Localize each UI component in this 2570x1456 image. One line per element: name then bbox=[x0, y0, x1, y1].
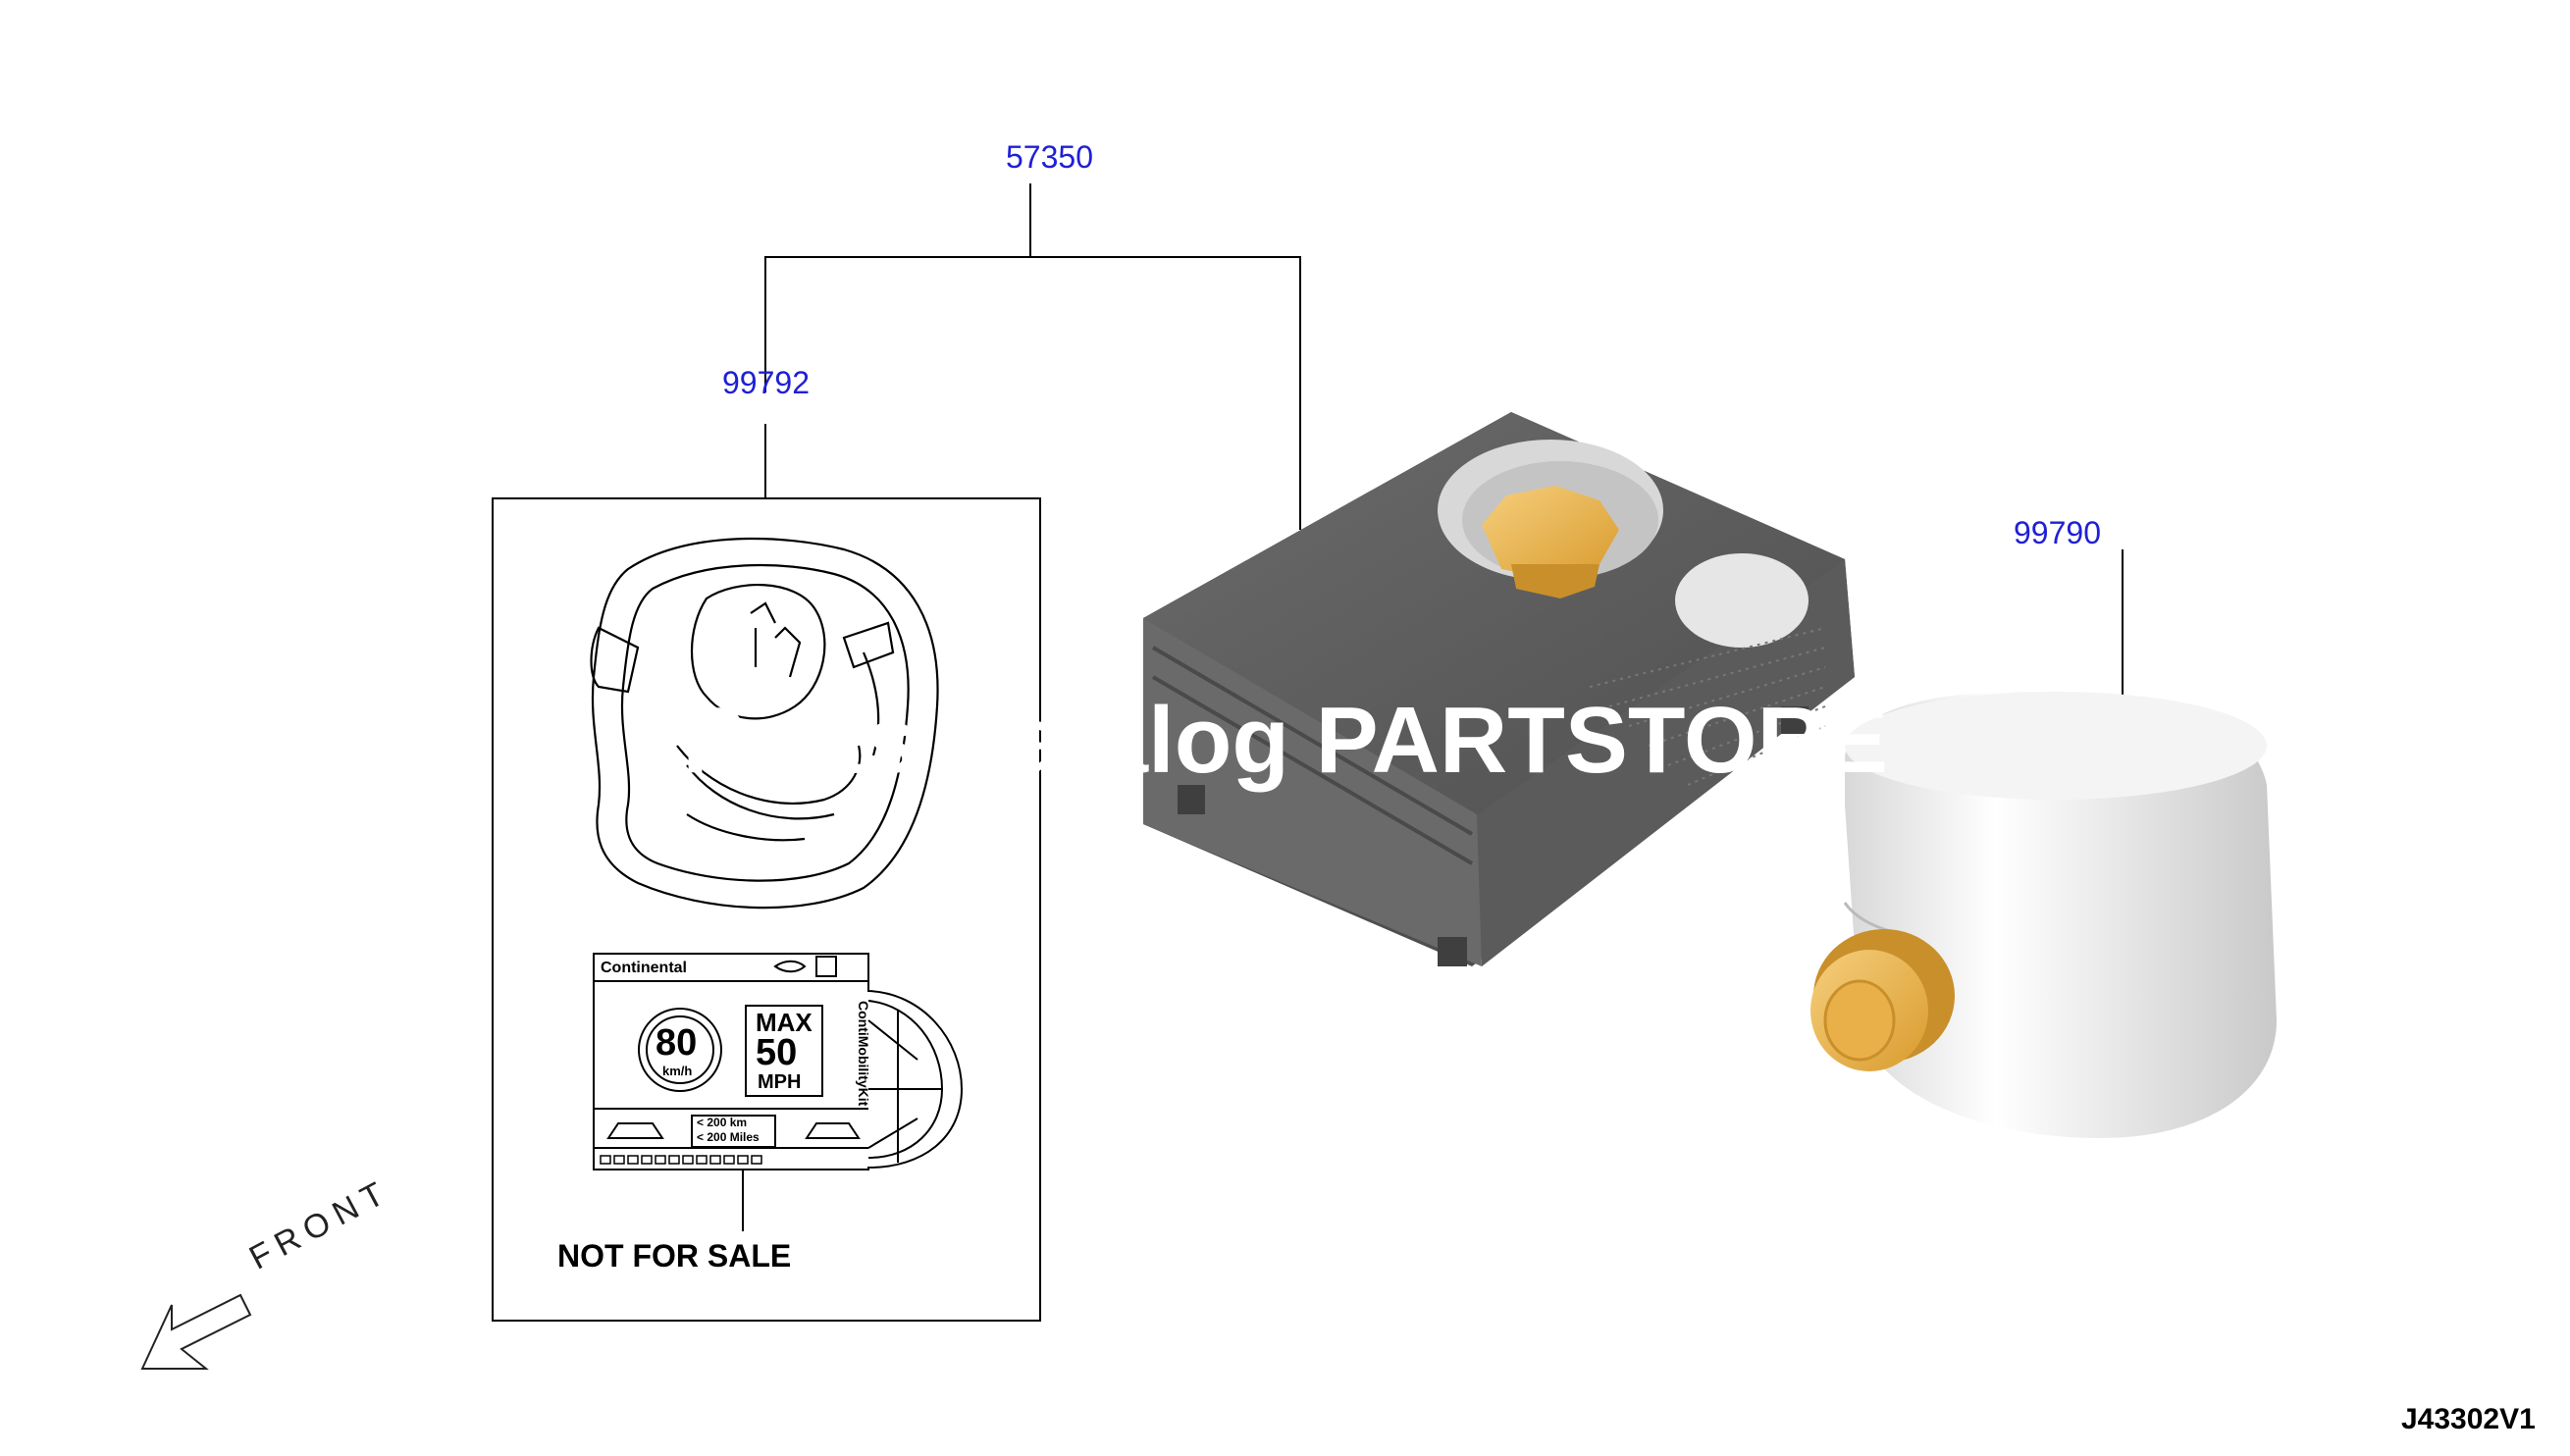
leader-kit-bracket bbox=[764, 256, 1301, 530]
label-speed-mph-unit: MPH bbox=[758, 1071, 802, 1093]
label-vertical-text: ContiMobilityKit bbox=[856, 1001, 871, 1107]
label-speed-mph: 50 bbox=[756, 1032, 798, 1073]
label-speed-kmh: 80 bbox=[656, 1022, 698, 1064]
front-arrow-icon bbox=[140, 1293, 252, 1370]
sealant-bottle-icon bbox=[1810, 692, 2277, 1138]
label-max: MAX bbox=[756, 1008, 813, 1037]
not-for-sale-text: NOT FOR SALE bbox=[557, 1238, 792, 1274]
callout-99790[interactable]: 99790 bbox=[2014, 515, 2101, 550]
label-brand: Continental bbox=[601, 960, 687, 976]
callout-57350[interactable]: 57350 bbox=[1006, 139, 1093, 175]
kit-sketch-icon bbox=[590, 537, 939, 910]
compressor-icon bbox=[1143, 412, 1855, 966]
label-distance-miles: < 200 Miles bbox=[697, 1130, 760, 1144]
label-speed-kmh-unit: km/h bbox=[662, 1064, 693, 1078]
callout-99792[interactable]: 99792 bbox=[722, 365, 810, 400]
diagram-id: J43302V1 bbox=[2401, 1403, 2536, 1435]
label-distance-km: < 200 km bbox=[697, 1116, 748, 1129]
manual-frame bbox=[492, 497, 1041, 1322]
label-card bbox=[593, 953, 964, 1170]
